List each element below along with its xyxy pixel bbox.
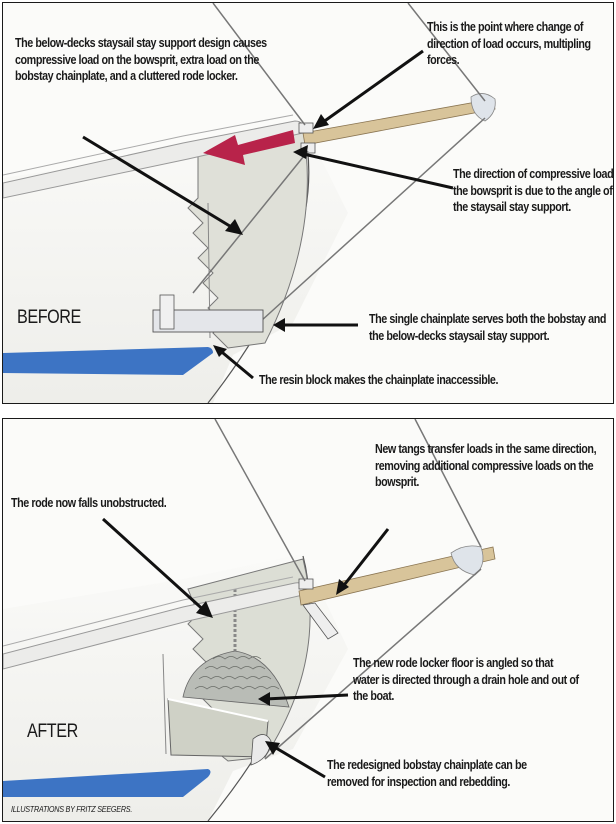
callout-arrows	[101, 517, 390, 779]
rail-edge	[3, 114, 294, 176]
before-illustration	[3, 3, 496, 403]
illustration-credit: ILLUSTRATIONS BY FRITZ SEEGERS.	[11, 804, 133, 814]
forestay	[212, 3, 306, 126]
chainplate-tang	[159, 294, 175, 330]
after-label: AFTER	[27, 721, 78, 742]
bobstay	[264, 568, 482, 760]
after-panel: New tangs transfer loads in the same dir…	[2, 418, 614, 822]
compressive-load-arrow	[203, 130, 295, 165]
stem-fitting	[450, 545, 484, 576]
callout-chainplate: The single chainplate serves both the bo…	[369, 312, 606, 343]
callout-change-point: This is the point where change of direct…	[427, 20, 591, 67]
bobstay	[260, 117, 486, 322]
staysail-stay-support	[192, 150, 309, 294]
callout-floor: The new rode locker floor is angled so t…	[353, 656, 579, 703]
boot-stripe	[3, 347, 213, 375]
headstay	[407, 3, 486, 102]
rail-edge	[3, 576, 294, 647]
lower-tang	[300, 142, 316, 154]
callout-design: The below-decks staysail stay support de…	[15, 36, 267, 83]
upper-tang	[298, 578, 314, 590]
chain-pile	[182, 650, 290, 708]
forestay	[214, 419, 306, 582]
before-label: BEFORE	[17, 307, 81, 328]
callout-rode: The rode now falls unobstructed.	[11, 496, 167, 510]
after-illustration	[3, 419, 496, 821]
chainplate	[152, 309, 264, 333]
new-tang	[302, 602, 339, 640]
before-panel: The below-decks staysail stay support de…	[2, 2, 614, 404]
boot-stripe	[3, 769, 211, 797]
stem-fitting	[470, 93, 496, 122]
bowsprit	[298, 546, 496, 606]
callout-bobstay: The redesigned bobstay chainplate can be…	[327, 758, 527, 789]
bowsprit	[302, 98, 496, 146]
callout-arrows	[82, 49, 454, 380]
floor-edge	[167, 698, 269, 722]
locker-divider	[162, 653, 167, 755]
callout-tangs: New tangs transfer loads in the same dir…	[375, 442, 597, 489]
upper-tang	[298, 122, 314, 134]
callout-direction: The direction of compressive load on the…	[453, 167, 614, 214]
headstay	[414, 419, 482, 548]
rode-locker	[187, 127, 308, 349]
callout-resin: The resin block makes the chainplate ina…	[259, 373, 498, 387]
chain-links	[194, 656, 280, 690]
